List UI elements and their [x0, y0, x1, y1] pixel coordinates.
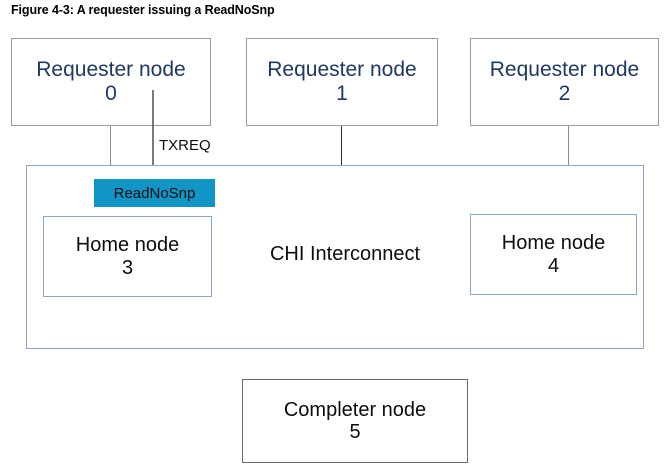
completer-node-5: Completer node 5	[242, 379, 468, 463]
home-node-4: Home node 4	[470, 214, 637, 295]
readnosnp-packet-badge: ReadNoSnp	[94, 179, 215, 207]
home-node-3-id: 3	[121, 256, 134, 279]
connector-line-requester-1	[341, 126, 342, 166]
completer-node-5-id: 5	[349, 421, 361, 443]
home-node-3-title: Home node	[75, 234, 180, 257]
connector-line-requester-0	[110, 126, 111, 166]
requester-node-1-title: Requester node	[267, 58, 417, 82]
connector-line-requester-2	[568, 126, 569, 166]
requester-node-2-id: 2	[558, 82, 571, 105]
requester-node-2-title: Requester node	[489, 58, 640, 82]
requester-node-2: Requester node 2	[470, 38, 659, 126]
requester-node-0-id: 0	[105, 82, 117, 105]
home-node-3: Home node 3	[43, 216, 212, 297]
home-node-4-title: Home node	[501, 232, 606, 255]
requester-node-0-title: Requester node	[36, 58, 186, 82]
completer-node-5-title: Completer node	[283, 398, 427, 421]
txreq-label: TXREQ	[159, 137, 211, 154]
requester-node-1: Requester node 1	[246, 38, 438, 126]
chi-interconnect-label: CHI Interconnect	[269, 243, 421, 265]
figure-caption: Figure 4-3: A requester issuing a ReadNo…	[11, 3, 275, 17]
home-node-4-id: 4	[547, 254, 560, 277]
requester-node-0: Requester node 0	[11, 38, 211, 126]
requester-node-1-id: 1	[336, 82, 348, 105]
